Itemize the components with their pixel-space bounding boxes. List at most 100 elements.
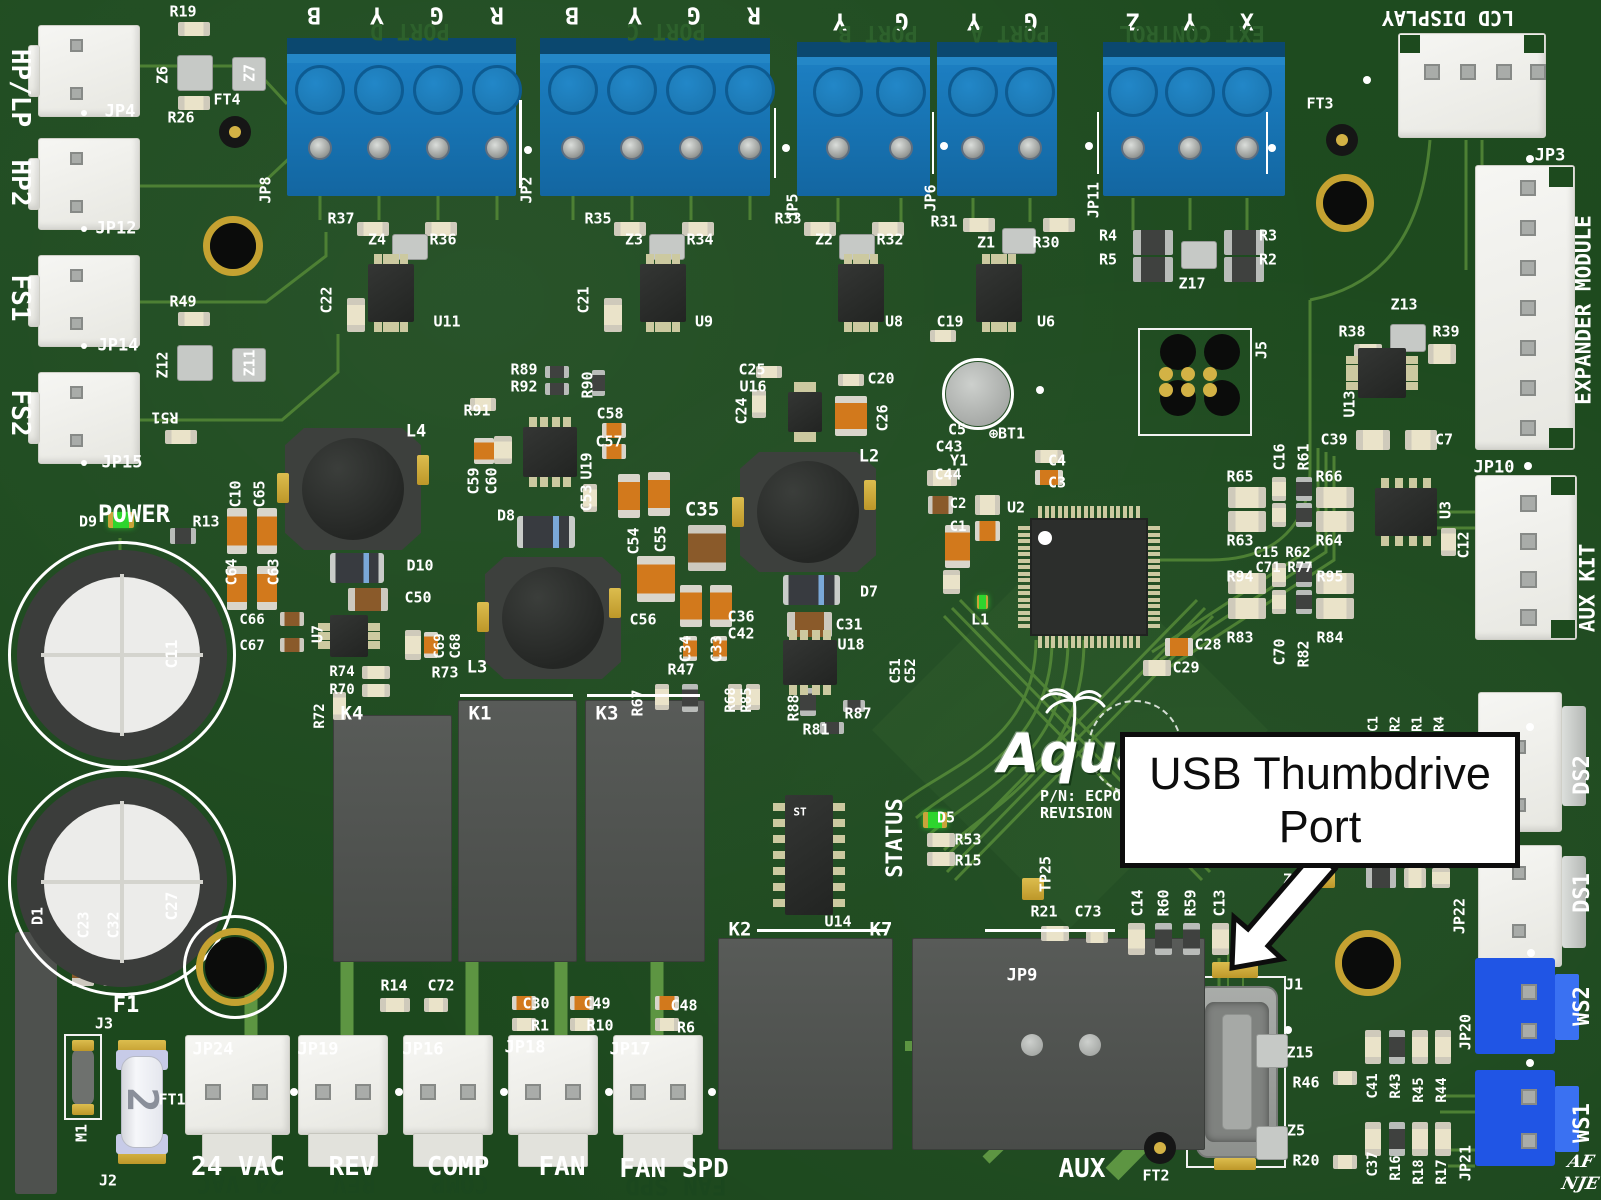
silkscreen-label: R45 xyxy=(1411,1077,1427,1103)
silkscreen-label: FS1 xyxy=(5,274,35,322)
ic-pin xyxy=(1409,536,1417,546)
silkscreen-label: C24 xyxy=(732,397,751,425)
fiducial-dot xyxy=(81,110,87,116)
connector-housing xyxy=(28,45,40,97)
capacitor xyxy=(945,525,970,568)
plated-hole-ring xyxy=(1335,930,1401,996)
silkscreen-label: R19 xyxy=(169,2,197,21)
solder-pad xyxy=(1212,962,1258,978)
ic-pin xyxy=(1409,478,1417,488)
silkscreen-label: J5 xyxy=(1252,340,1271,360)
silkscreen-label: R30 xyxy=(1032,233,1060,252)
silkscreen-label: R88 xyxy=(784,694,803,722)
ic-pin xyxy=(1051,636,1056,648)
resistor xyxy=(470,398,496,411)
silkscreen-label: Z17 xyxy=(1178,274,1206,293)
silkscreen-label: C44 xyxy=(934,465,962,484)
capacitor xyxy=(648,472,670,516)
capacitor xyxy=(928,496,953,514)
silkscreen-label: TP25 xyxy=(1036,855,1055,893)
capacitor xyxy=(688,525,726,571)
ic-pin xyxy=(1395,536,1403,546)
terminal-block xyxy=(1103,42,1285,196)
ic-pin xyxy=(870,254,878,264)
ic-pin xyxy=(1018,545,1030,550)
silkscreen-label: FAN SPD xyxy=(619,1154,729,1184)
silkscreen-label: C31 xyxy=(835,615,863,634)
terminal-block-strip xyxy=(287,38,516,54)
connector-pin xyxy=(460,1084,476,1100)
ic-pin xyxy=(833,867,845,875)
ic-pin xyxy=(374,254,382,264)
silkscreen-label: C33 xyxy=(707,635,726,663)
silkscreen-label: FAN SPD xyxy=(625,1172,727,1200)
relay xyxy=(585,700,705,962)
metal-clip xyxy=(1562,856,1586,948)
connector-pin xyxy=(252,1084,268,1100)
connector-pin xyxy=(1521,1133,1537,1149)
transistor xyxy=(1256,1034,1288,1068)
terminal-block-strip xyxy=(937,42,1057,57)
fiducial-dot xyxy=(1268,144,1276,152)
silkscreen-label: C19 xyxy=(936,312,964,331)
ic-pin xyxy=(1406,382,1418,390)
ic-pin xyxy=(540,417,549,427)
ic-pin xyxy=(982,322,990,332)
silkscreen-label: R26 xyxy=(167,108,195,127)
ic-pin xyxy=(990,254,999,264)
ic-pin xyxy=(1018,604,1030,609)
silkscreen-label: D5 xyxy=(936,808,956,827)
ic-pin xyxy=(1423,536,1431,546)
ic-pin xyxy=(861,254,870,264)
silkscreen-label: COMP xyxy=(431,1170,489,1198)
capacitor xyxy=(424,632,438,658)
connector-pin xyxy=(670,1084,686,1100)
ic-pin xyxy=(663,322,672,332)
ic-pin xyxy=(672,322,680,332)
terminal-opening xyxy=(472,65,522,115)
resistor xyxy=(1035,450,1063,463)
ic-pin xyxy=(1018,532,1030,537)
silkscreen-label: U6 xyxy=(1036,312,1056,331)
ic-chip xyxy=(523,427,577,477)
silkscreen-label: D9 xyxy=(78,512,98,531)
silkscreen-label: LCD DISPLAY xyxy=(1381,6,1515,30)
fiducial-dot xyxy=(395,1088,403,1096)
via-pad xyxy=(1181,383,1195,397)
silkscreen-label: DS1 xyxy=(1570,873,1595,913)
ic-pin xyxy=(1018,597,1030,602)
connector-pin xyxy=(1521,984,1537,1000)
silkscreen-label: R13 xyxy=(192,512,220,531)
silkscreen-label: R94 xyxy=(1226,567,1254,586)
plated-hole-ring xyxy=(196,928,274,1006)
silkscreen-label: JP21 xyxy=(1456,1144,1475,1182)
silkscreen-label: Z6 xyxy=(153,65,172,85)
resistor xyxy=(800,688,816,716)
resistor xyxy=(494,436,512,464)
ic-pin xyxy=(646,322,654,332)
silkscreen-label: Z1 xyxy=(976,233,996,252)
ic-pin xyxy=(773,819,785,827)
silkscreen-label: C71 xyxy=(1255,560,1281,576)
connector-housing xyxy=(28,275,40,327)
resistor xyxy=(1404,868,1426,888)
silkscreen-label: F1 xyxy=(112,993,140,1018)
ic-pin xyxy=(1148,552,1160,557)
silkscreen-label: R14 xyxy=(380,976,408,995)
resistor xyxy=(170,528,196,544)
terminal-opening xyxy=(1108,67,1158,117)
silkscreen-label: R62 xyxy=(1285,545,1311,561)
silkscreen-label: R16 xyxy=(1388,1155,1404,1181)
silkscreen-label: R59 xyxy=(1181,889,1200,917)
resistor xyxy=(1316,598,1354,619)
silkscreen-label: C29 xyxy=(1172,658,1200,677)
terminal-opening xyxy=(548,65,598,115)
resistor xyxy=(165,430,197,444)
silkscreen-label: C48 xyxy=(670,996,698,1015)
ic-chip xyxy=(785,795,833,915)
ic-pin xyxy=(1148,539,1160,544)
silkscreen-label: JP15 xyxy=(101,452,143,473)
resistor xyxy=(1432,868,1450,888)
connector-housing xyxy=(613,1035,703,1135)
silkscreen-label: R73 xyxy=(431,663,459,682)
